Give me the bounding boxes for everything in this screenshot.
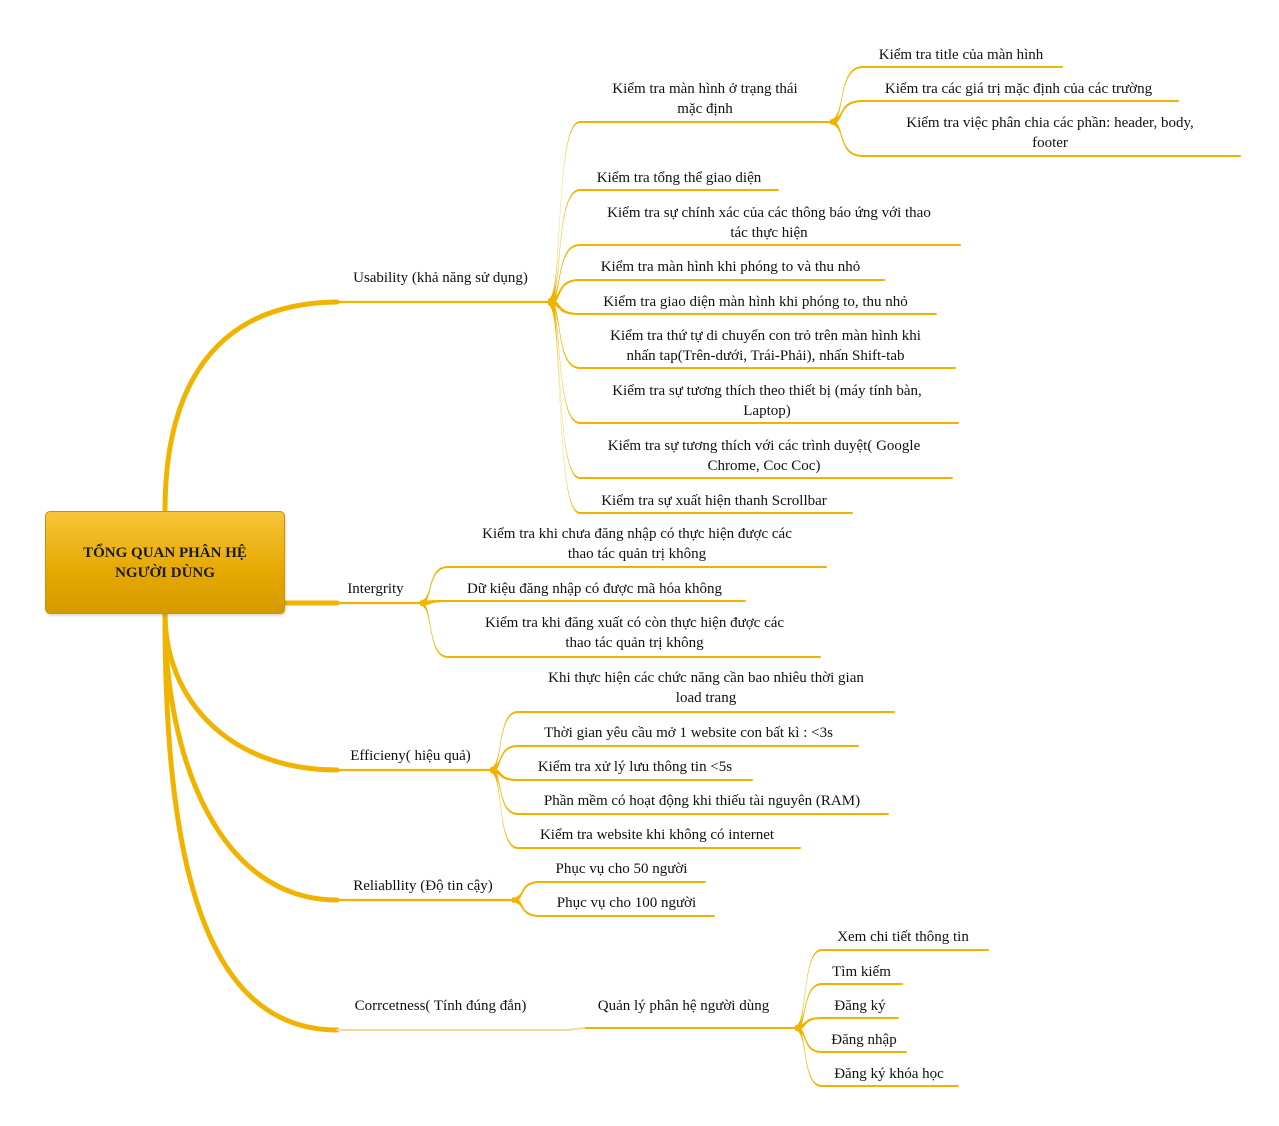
topic-default-values[interactable]: Kiểm tra các giá trị mặc định của các tr…	[884, 81, 1153, 97]
branch-integrity[interactable]: Intergrity	[347, 581, 404, 597]
topic-default-title[interactable]: Kiểm tra title của màn hình	[878, 47, 1044, 63]
central-topic[interactable]: TỔNG QUAN PHÂN HỆ NGƯỜI DÙNG	[45, 511, 285, 614]
connector-usability-overall	[548, 189, 580, 305]
topic-usability-browsers[interactable]: Kiểm tra sự tương thích với các trình du…	[607, 438, 921, 474]
topic-default-sections[interactable]: Kiểm tra việc phân chia các phần: header…	[906, 115, 1194, 151]
branch-usability[interactable]: Usability (khả năng sử dụng)	[353, 270, 528, 286]
connector-correctness-manage	[564, 1027, 587, 1031]
branch-correctness[interactable]: Corrcetness( Tính đúng đắn)	[354, 998, 527, 1014]
topic-usability-scrollbar[interactable]: Kiểm tra sự xuất hiện thanh Scrollbar	[601, 493, 827, 509]
topic-manage-details[interactable]: Xem chi tiết thông tin	[837, 929, 969, 945]
topic-integrity-before-login[interactable]: Kiểm tra khi chưa đăng nhập có thực hiện…	[482, 526, 792, 562]
connector-efficiency-save	[490, 767, 518, 781]
topic-manage-search[interactable]: Tìm kiếm	[832, 964, 891, 980]
connector-default-values	[830, 100, 863, 125]
connector-manage-login	[795, 1025, 822, 1053]
branch-line-usability	[162, 299, 340, 514]
topic-manage-login[interactable]: Đăng nhập	[831, 1032, 897, 1048]
topic-correctness-manage[interactable]: Quản lý phân hệ người dùng	[597, 998, 770, 1014]
topic-efficiency-ram[interactable]: Phần mềm có hoạt động khi thiếu tài nguy…	[543, 793, 861, 809]
topic-integrity-encryption[interactable]: Dữ kiệu đăng nhập có được mã hóa không	[467, 581, 722, 597]
topic-reliability-100[interactable]: Phục vụ cho 100 người	[556, 895, 697, 911]
topic-manage-course[interactable]: Đăng ký khóa học	[834, 1066, 944, 1082]
connector-manage-course	[795, 1025, 822, 1087]
connector-default-title	[830, 66, 863, 125]
connector-efficiency-open	[490, 745, 518, 773]
topic-usability-devices[interactable]: Kiểm tra sự tương thích theo thiết bị (m…	[612, 383, 922, 419]
branch-line-correctness	[162, 611, 340, 1033]
connector-usability-zoom	[548, 279, 580, 305]
connector-integrity-before	[420, 566, 448, 606]
topic-efficiency-save-info[interactable]: Kiểm tra xử lý lưu thông tin <5s	[537, 759, 733, 775]
topic-usability-zoom-ui[interactable]: Kiểm tra giao diện màn hình khi phóng to…	[603, 294, 908, 310]
connector-default-sections	[830, 119, 863, 157]
connector-reliability-50	[512, 881, 540, 903]
topic-reliability-50[interactable]: Phục vụ cho 50 người	[555, 861, 688, 877]
topic-efficiency-load-time[interactable]: Khi thực hiện các chức năng cần bao nhiê…	[548, 670, 864, 706]
connector-usability-devices	[548, 299, 580, 424]
connector-usability-scrollbar	[548, 299, 580, 514]
topic-usability-tab-order[interactable]: Kiểm tra thứ tự di chuyển con trỏ trên m…	[610, 328, 921, 364]
branch-efficiency[interactable]: Efficieny( hiệu quả)	[350, 748, 471, 764]
branch-reliability[interactable]: Reliabllity (Độ tin cậy)	[353, 878, 493, 894]
connector-usability-default	[548, 121, 580, 305]
connector-reliability-100	[512, 897, 540, 917]
topic-usability-messages[interactable]: Kiểm tra sự chính xác của các thông báo …	[607, 205, 931, 241]
branch-line-efficiency	[162, 611, 340, 773]
topic-usability-zoom[interactable]: Kiểm tra màn hình khi phóng to và thu nh…	[600, 259, 861, 275]
topic-integrity-after-logout[interactable]: Kiểm tra khi đăng xuất có còn thực hiện …	[484, 615, 785, 651]
connector-integrity-after	[420, 600, 448, 658]
connector-efficiency-load	[490, 711, 518, 773]
topic-efficiency-open-site[interactable]: Thời gian yêu cầu mở 1 website con bất k…	[544, 725, 833, 741]
connector-manage-register	[795, 1017, 822, 1031]
connector-usability-browsers	[548, 299, 580, 479]
topic-usability-overall[interactable]: Kiểm tra tổng thể giao diện	[596, 170, 762, 186]
connector-usability-zoom-ui	[548, 299, 580, 315]
topic-efficiency-offline[interactable]: Kiểm tra website khi không có internet	[539, 827, 775, 843]
topic-default-screen[interactable]: Kiểm tra màn hình ở trạng thái mặc định	[612, 81, 798, 117]
topic-manage-register[interactable]: Đăng ký	[834, 998, 886, 1014]
branch-line-reliability	[162, 611, 340, 903]
connector-integrity-encrypt	[420, 600, 448, 606]
